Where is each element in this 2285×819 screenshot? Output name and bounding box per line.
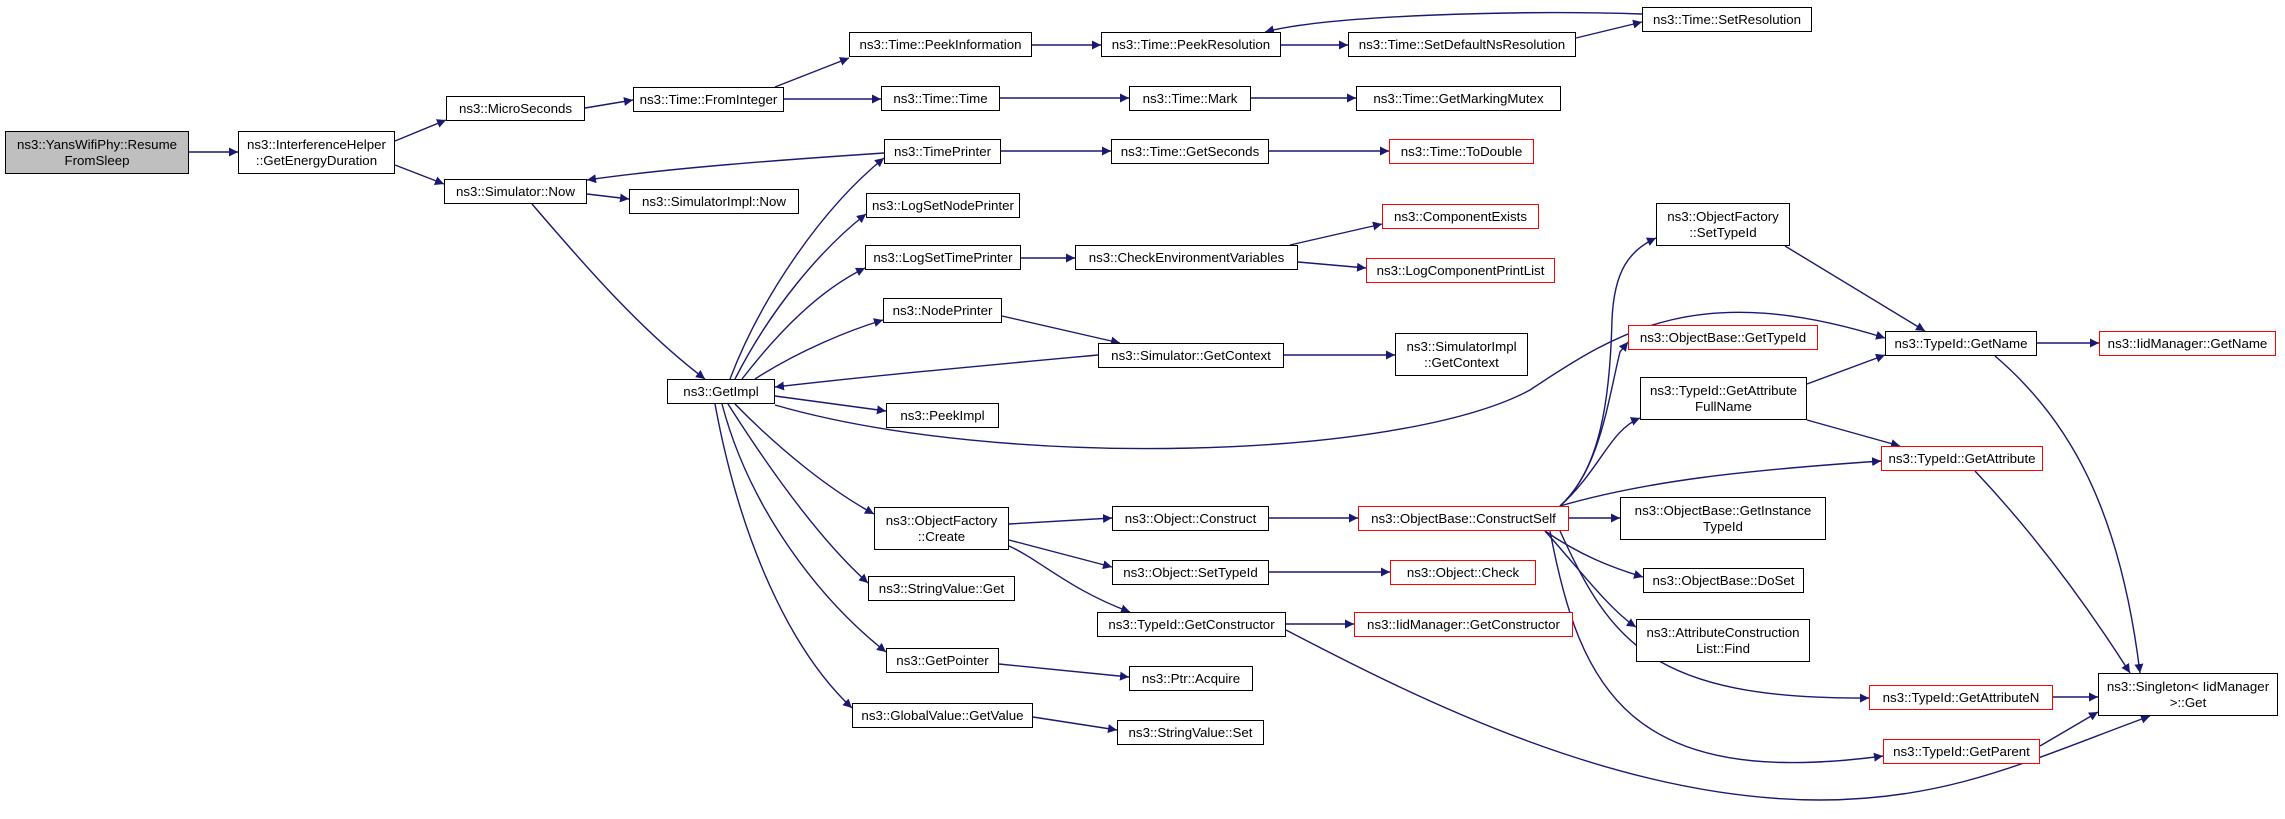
node-object-base-get-instance-type-id[interactable]: ns3::ObjectBase::GetInstance TypeId [1620, 497, 1826, 540]
edge-getattrfull-getname [1806, 353, 1886, 385]
edge-getparent-singleton [2039, 711, 2099, 747]
node-time-mark[interactable]: ns3::Time::Mark [1129, 86, 1251, 111]
node-time-peek-resolution[interactable]: ns3::Time::PeekResolution [1101, 32, 1281, 57]
edge-constructself-ofsettypeid [1559, 237, 1657, 507]
node-object-base-construct-self[interactable]: ns3::ObjectBase::ConstructSelf [1358, 506, 1569, 531]
edge-setdefres-setres [1575, 19, 1643, 39]
node-micro-seconds[interactable]: ns3::MicroSeconds [446, 96, 585, 121]
edge-getimpl-ofcreate [734, 403, 875, 515]
node-type-id-get-constructor[interactable]: ns3::TypeId::GetConstructor [1097, 612, 1286, 637]
node-type-id-get-attribute-n[interactable]: ns3::TypeId::GetAttributeN [1869, 685, 2053, 710]
edge-constructself-getparent [1549, 530, 1884, 764]
node-check-environment-variables[interactable]: ns3::CheckEnvironmentVariables [1075, 245, 1298, 270]
node-iid-manager-get-name[interactable]: ns3::IidManager::GetName [2099, 331, 2276, 356]
node-object-set-type-id[interactable]: ns3::Object::SetTypeId [1112, 560, 1269, 585]
edge-constructself-obgettypeid [1559, 341, 1629, 507]
node-time-from-integer[interactable]: ns3::Time::FromInteger [633, 87, 784, 112]
call-edges [189, 12, 2151, 801]
node-interference-helper-get-energy-duration[interactable]: ns3::InterferenceHelper ::GetEnergyDurat… [238, 131, 395, 174]
edge-getpointer-ptracquire [998, 663, 1130, 681]
edge-timeprinter-simnow [586, 152, 885, 184]
edge-getimpl-timeprinter [729, 157, 885, 380]
edge-fromint-peekinfo [774, 57, 850, 88]
node-time-printer[interactable]: ns3::TimePrinter [884, 139, 1001, 164]
node-type-id-get-attribute[interactable]: ns3::TypeId::GetAttribute [1881, 446, 2043, 471]
node-get-pointer[interactable]: ns3::GetPointer [886, 648, 999, 673]
node-time-peek-information[interactable]: ns3::Time::PeekInformation [849, 32, 1032, 57]
edge-checkenv-logcomplist [1297, 261, 1367, 272]
node-time-to-double[interactable]: ns3::Time::ToDouble [1389, 139, 1534, 164]
edge-simnow-getimpl [531, 203, 706, 380]
edge-globalget-stringset [1032, 716, 1118, 734]
node-type-id-get-attribute-full-name[interactable]: ns3::TypeId::GetAttribute FullName [1640, 377, 1807, 420]
node-iid-manager-get-constructor[interactable]: ns3::IidManager::GetConstructor [1354, 612, 1573, 637]
node-string-value-set[interactable]: ns3::StringValue::Set [1117, 720, 1264, 745]
node-simulator-get-context[interactable]: ns3::Simulator::GetContext [1098, 343, 1284, 368]
edge-getimpl-nodeprinter [754, 318, 884, 380]
edge-microseconds-fromint [584, 97, 634, 109]
edge-setres-peekres [1264, 12, 1643, 35]
edge-constructself-attrfind [1544, 530, 1637, 628]
edge-getimpl-peekimpl [774, 395, 887, 415]
node-node-printer[interactable]: ns3::NodePrinter [883, 298, 1002, 323]
edge-getimpl-getname [774, 311, 1886, 450]
node-log-set-node-printer[interactable]: ns3::LogSetNodePrinter [866, 193, 1020, 218]
edge-getimpl-logtime [741, 267, 866, 380]
node-object-base-get-type-id[interactable]: ns3::ObjectBase::GetTypeId [1628, 325, 1818, 350]
node-object-construct[interactable]: ns3::Object::Construct [1112, 506, 1269, 531]
node-object-base-do-set[interactable]: ns3::ObjectBase::DoSet [1643, 568, 1804, 593]
edge-checkenv-compexists [1289, 221, 1383, 246]
edge-ofcreate-objconstruct [1008, 514, 1113, 525]
node-ptr-acquire[interactable]: ns3::Ptr::Acquire [1129, 666, 1253, 691]
node-log-component-print-list[interactable]: ns3::LogComponentPrintList [1366, 258, 1555, 283]
edge-getname-singleton [1994, 355, 2144, 674]
node-object-factory-create[interactable]: ns3::ObjectFactory ::Create [874, 507, 1009, 550]
edge-getimpl-getpointer [721, 403, 887, 653]
edge-interference-simnow [394, 164, 445, 185]
node-global-value-get-value[interactable]: ns3::GlobalValue::GetValue [852, 703, 1033, 728]
node-object-factory-set-type-id[interactable]: ns3::ObjectFactory ::SetTypeId [1656, 203, 1790, 246]
node-string-value-get[interactable]: ns3::StringValue::Get [868, 576, 1015, 601]
node-time-time[interactable]: ns3::Time::Time [881, 86, 1000, 111]
edge-nodeprinter-getcontext [1001, 315, 1121, 346]
edge-constructself-getattribute [1559, 457, 1882, 507]
edge-constructself-getattrfull [1559, 417, 1641, 507]
edge-ofsettypeid-getname [1784, 245, 1926, 332]
node-type-id-get-parent[interactable]: ns3::TypeId::GetParent [1883, 739, 2040, 764]
edge-getimpl-lognode [734, 213, 867, 380]
edge-interference-microseconds [394, 119, 447, 142]
node-get-impl[interactable]: ns3::GetImpl [667, 379, 775, 404]
edge-ofcreate-getconstructor [1008, 545, 1131, 614]
edge-getimpl-globalget [714, 403, 853, 709]
edge-constructself-getattrn [1559, 530, 1870, 703]
edge-simnow-simimplnow [586, 193, 630, 203]
node-time-set-default-ns-resolution[interactable]: ns3::Time::SetDefaultNsResolution [1348, 32, 1576, 57]
edge-getattribute-singleton [1974, 470, 2131, 674]
node-simulator-now[interactable]: ns3::Simulator::Now [444, 179, 587, 204]
node-time-get-marking-mutex[interactable]: ns3::Time::GetMarkingMutex [1356, 86, 1561, 111]
node-component-exists[interactable]: ns3::ComponentExists [1382, 204, 1539, 229]
node-time-get-seconds[interactable]: ns3::Time::GetSeconds [1111, 139, 1269, 164]
node-log-set-time-printer[interactable]: ns3::LogSetTimePrinter [865, 245, 1021, 270]
node-peek-impl[interactable]: ns3::PeekImpl [886, 403, 999, 428]
node-root-function: ns3::YansWifiPhy::Resume FromSleep [5, 131, 189, 174]
edge-getimpl-stringget [727, 403, 869, 584]
node-attribute-construction-list-find[interactable]: ns3::AttributeConstruction List::Find [1636, 619, 1810, 662]
node-singleton-iid-manager-get[interactable]: ns3::Singleton< IidManager >::Get [2098, 673, 2278, 716]
edge-constructself-doset [1544, 530, 1644, 579]
edge-getcontext-getimpl [774, 354, 1099, 391]
node-type-id-get-name[interactable]: ns3::TypeId::GetName [1885, 331, 2037, 356]
edge-ofcreate-objsettypeid [1008, 539, 1113, 570]
node-simulator-impl-get-context[interactable]: ns3::SimulatorImpl ::GetContext [1395, 333, 1528, 376]
node-object-check[interactable]: ns3::Object::Check [1390, 560, 1536, 585]
node-simulator-impl-now[interactable]: ns3::SimulatorImpl::Now [629, 189, 799, 214]
node-time-set-resolution[interactable]: ns3::Time::SetResolution [1642, 7, 1812, 32]
edge-getattrfull-getattribute [1806, 419, 1901, 448]
